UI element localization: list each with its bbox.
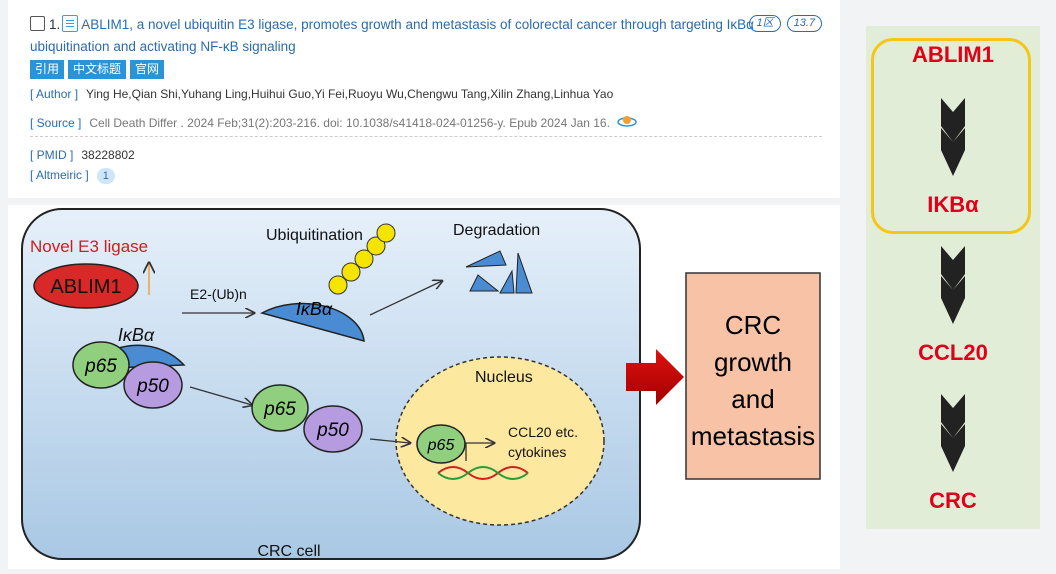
p50-shape: [123, 361, 183, 409]
p65-label: p65: [84, 356, 117, 377]
source-row: [ Source ] Cell Death Differ . 2024 Feb;3…: [30, 114, 638, 130]
pathway-step-2: IKBα: [927, 192, 979, 217]
article-card: 1.ABLIM1, a novel ubiquitin E3 ligase, p…: [8, 0, 840, 198]
pathway-panel: ABLIM1 IKBα CCL20 CRC: [866, 26, 1040, 529]
pathway-step-3: CCL20: [918, 340, 988, 365]
mechanism-diagram: Novel E3 ligase ABLIM1 IκBα p65 p50 E2-(…: [8, 205, 840, 569]
crc-box-line-1: CRC: [725, 310, 781, 340]
pmid-value: 38228802: [81, 148, 135, 162]
crc-box-line-3: and: [731, 384, 774, 414]
chinese-title-button[interactable]: 中文标题: [68, 60, 127, 79]
p50-nuclear-label: p50: [316, 420, 349, 441]
author-list: Ying He,Qian Shi,Yuhang Ling,Huihui Guo,…: [86, 87, 614, 101]
author-row: [ Author ] Ying He,Qian Shi,Yuhang Ling,H…: [30, 87, 613, 101]
ablim1-label: ABLIM1: [50, 276, 121, 298]
source-label: [ Source ]: [30, 116, 82, 130]
official-site-button[interactable]: 官网: [130, 60, 165, 79]
dna-strand-a: [437, 466, 529, 480]
document-icon[interactable]: [62, 15, 79, 32]
crc-cell-label: CRC cell: [257, 543, 320, 560]
cite-button[interactable]: 引用: [30, 60, 65, 79]
ikba-ub-label: IκBα: [296, 299, 333, 319]
ccl20-label: CCL20 etc.: [508, 424, 578, 440]
altmetric-label: [ Altmeiric ]: [30, 168, 89, 182]
p65-dna-label: p65: [427, 437, 455, 454]
article-title-link[interactable]: ABLIM1, a novel ubiquitin E3 ligase, pro…: [30, 17, 754, 54]
source-text: Cell Death Differ . 2024 Feb;31(2):203-2…: [89, 116, 610, 130]
nucleus-label: Nucleus: [475, 369, 533, 386]
pmid-row: [ PMID ] 38228802: [30, 148, 135, 162]
ikba-ub-shape: [260, 302, 365, 343]
down-arrow-icon: [941, 246, 965, 324]
zone-badge: 1区: [749, 15, 781, 32]
ikba-label: IκBα: [118, 325, 155, 345]
ubiquitination-label: Ubiquitination: [266, 227, 363, 244]
degraded-fragments: [465, 250, 533, 294]
pathway-step-1: ABLIM1: [912, 42, 994, 67]
pathway-step-4: CRC: [929, 488, 977, 513]
degradation-label: Degradation: [453, 222, 540, 239]
crc-box-line-2: growth: [714, 347, 792, 377]
impact-factor-badge: 13.7: [786, 15, 822, 32]
ablim1-shape: [33, 263, 139, 309]
article-index: 1.: [49, 17, 61, 32]
down-arrow-icon: [941, 394, 965, 472]
altmetric-badge[interactable]: 1: [96, 168, 115, 184]
ubiquitin-chain: [328, 223, 396, 295]
cytokines-label: cytokines: [508, 444, 566, 460]
crc-box-line-4: metastasis: [691, 421, 815, 451]
crc-outcome-box: [685, 272, 821, 480]
journal-icon[interactable]: [617, 114, 638, 128]
article-title-row: 1.ABLIM1, a novel ubiquitin E3 ligase, p…: [30, 14, 830, 58]
action-tags: 引用 中文标题 官网: [30, 60, 165, 79]
pmid-label: [ PMID ]: [30, 148, 74, 162]
down-arrow-icon: [941, 98, 965, 176]
p50-label: p50: [136, 376, 169, 397]
highlight-box: [871, 38, 1031, 234]
altmetric-row: [ Altmeiric ] 1: [30, 168, 115, 184]
dna-strand-b: [437, 466, 529, 480]
p65-shape: [72, 341, 130, 389]
divider: [30, 136, 822, 137]
novel-e3-label: Novel E3 ligase: [30, 237, 148, 256]
output-arrow: [626, 349, 684, 405]
e2-ub-label: E2-(Ub)n: [190, 286, 247, 302]
select-checkbox[interactable]: [30, 16, 45, 31]
author-label: [ Author ]: [30, 87, 79, 101]
metric-badges: 1区 13.7: [749, 15, 822, 32]
p65-nuclear-label: p65: [263, 399, 296, 420]
